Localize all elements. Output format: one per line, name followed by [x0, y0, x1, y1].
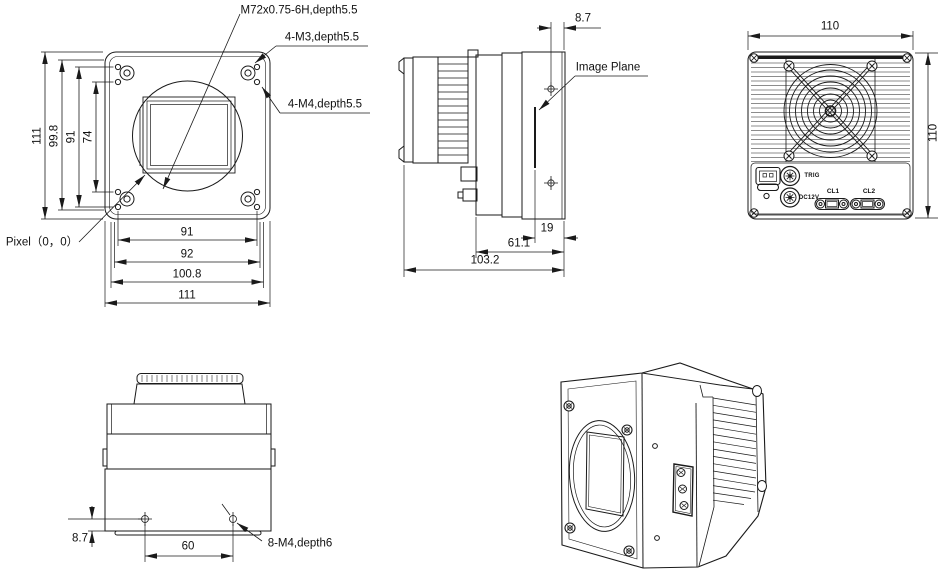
- front-view: [41, 13, 370, 307]
- dim-front-width-100-8: 100.8: [172, 268, 202, 281]
- cl2-label: CL2: [862, 187, 876, 195]
- cl2-connector: [850, 198, 885, 210]
- dim-front-holes-74: 74: [82, 130, 95, 144]
- dim-front-width-91: 91: [180, 226, 194, 239]
- trig-connector: [779, 165, 801, 187]
- pixel-origin-label: Pixel（0，0）: [5, 236, 79, 249]
- dim-rear-width-110: 110: [820, 20, 840, 33]
- dim-bottom-8-7: 8.7: [72, 532, 88, 545]
- rear-view: [747, 31, 938, 220]
- isometric-view: [560, 362, 767, 569]
- trig-label: TRIG: [804, 173, 820, 179]
- dim-front-height-111: 111: [31, 127, 44, 145]
- dim-front-width-111: 111: [178, 289, 196, 302]
- front-corner-screws: [114, 63, 261, 211]
- iso-plate-screws: [563, 400, 635, 557]
- iso-side-plate: [672, 463, 694, 517]
- dim-side-19: 19: [540, 222, 554, 235]
- dim-bottom-60: 60: [181, 540, 195, 553]
- dim-side-8-7: 8.7: [575, 12, 591, 25]
- bottom-view: [68, 373, 276, 562]
- m4-holes-label: 4-M4,depth5.5: [287, 98, 363, 111]
- iso-heatsink-fins: [712, 397, 757, 505]
- dim-side-61-1: 61.1: [507, 237, 531, 250]
- fan-grille: [783, 64, 878, 158]
- cl1-connector: [814, 198, 850, 210]
- rear-corner-screws: [749, 53, 912, 218]
- dim-front-holes-91: 91: [65, 130, 78, 144]
- m4-bottom-label: 8-M4,depth6: [267, 537, 333, 550]
- dc12v-connector: [779, 187, 801, 208]
- side-mount-holes: [544, 82, 558, 190]
- thread-spec-label: M72x0.75-6H,depth5.5: [240, 4, 358, 17]
- image-plane-label: Image Plane: [575, 61, 641, 74]
- dim-side-103-2: 103.2: [470, 254, 500, 267]
- fan-cover-ribs: [141, 375, 238, 382]
- dim-front-width-92: 92: [180, 248, 194, 261]
- fan-guard-screws: [783, 60, 878, 162]
- dim-rear-height-110: 110: [927, 123, 940, 143]
- m3-holes-label: 4-M3,depth5.5: [284, 31, 360, 44]
- dc12v-label: DC12V: [798, 195, 820, 201]
- side-view: [398, 22, 648, 277]
- dim-front-height-99-8: 99.8: [48, 124, 61, 148]
- side-heatsink-fins: [438, 63, 468, 156]
- usb-c-port: [756, 183, 780, 192]
- status-led: [763, 192, 770, 200]
- cl1-label: CL1: [826, 187, 840, 195]
- connector-panel: [750, 162, 911, 215]
- bottom-mount-holes: [138, 512, 237, 526]
